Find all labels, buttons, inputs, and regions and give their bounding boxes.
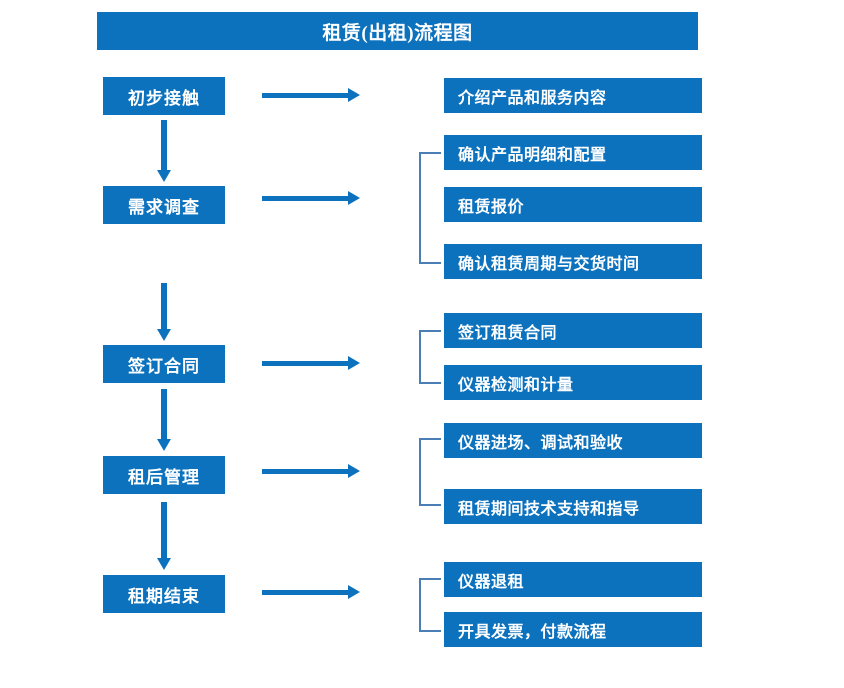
detail-box[interactable]: 确认产品明细和配置: [444, 135, 702, 170]
stage-box[interactable]: 签订合同: [103, 345, 225, 383]
arrow-shaft: [262, 93, 350, 98]
detail-box[interactable]: 仪器退租: [444, 562, 702, 597]
arrow-head: [157, 170, 171, 182]
arrow-right-icon: [262, 88, 360, 102]
detail-box[interactable]: 仪器进场、调试和验收: [444, 423, 702, 458]
arrow-head: [157, 329, 171, 341]
arrow-shaft: [161, 283, 167, 329]
arrow-head: [348, 464, 360, 478]
arrow-shaft: [161, 389, 167, 439]
arrow-shaft: [161, 502, 167, 558]
arrow-head: [157, 439, 171, 451]
stage-box[interactable]: 需求调查: [103, 186, 225, 224]
arrow-right-icon: [262, 191, 360, 205]
page-title: 租赁(出租)流程图: [97, 12, 698, 50]
arrow-down-icon: [157, 502, 171, 570]
detail-box[interactable]: 介绍产品和服务内容: [444, 78, 702, 113]
arrow-head: [348, 585, 360, 599]
stage-box[interactable]: 初步接触: [103, 77, 225, 115]
bracket-group-termination: [419, 578, 441, 632]
detail-box[interactable]: 租赁期间技术支持和指导: [444, 489, 702, 524]
stage-box[interactable]: 租后管理: [103, 456, 225, 494]
arrow-head: [348, 356, 360, 370]
arrow-shaft: [262, 590, 350, 595]
bracket-group-management: [419, 438, 441, 506]
arrow-shaft: [161, 120, 167, 170]
arrow-down-icon: [157, 283, 171, 341]
arrow-right-icon: [262, 356, 360, 370]
arrow-head: [348, 191, 360, 205]
arrow-head: [157, 558, 171, 570]
detail-box[interactable]: 租赁报价: [444, 187, 702, 222]
stage-box[interactable]: 租期结束: [103, 575, 225, 613]
bracket-group-demand: [419, 152, 441, 264]
arrow-shaft: [262, 469, 350, 474]
detail-box[interactable]: 开具发票，付款流程: [444, 612, 702, 647]
arrow-down-icon: [157, 120, 171, 182]
detail-box[interactable]: 仪器检测和计量: [444, 365, 702, 400]
arrow-right-icon: [262, 464, 360, 478]
detail-box[interactable]: 确认租赁周期与交货时间: [444, 244, 702, 279]
bracket-group-contract: [419, 330, 441, 384]
arrow-shaft: [262, 361, 350, 366]
arrow-down-icon: [157, 389, 171, 451]
arrow-shaft: [262, 196, 350, 201]
arrow-right-icon: [262, 585, 360, 599]
detail-box[interactable]: 签订租赁合同: [444, 313, 702, 348]
arrow-head: [348, 88, 360, 102]
